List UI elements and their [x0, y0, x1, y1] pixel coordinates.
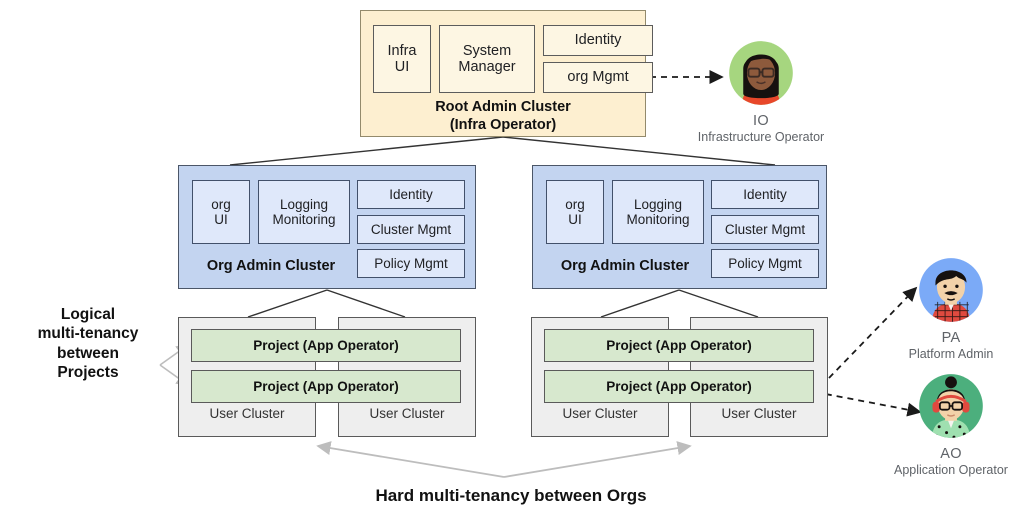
org-to-usercluster-connectors-right — [600, 289, 759, 318]
org1-cell-org-ui[interactable]: org UI — [192, 180, 250, 244]
org1-cell-cluster-mgmt[interactable]: Cluster Mgmt — [357, 215, 465, 244]
root-cell-infra-ui[interactable]: Infra UI — [373, 25, 431, 93]
hard-multitenancy-arrow — [316, 441, 692, 478]
org1-cell-policy-mgmt[interactable]: Policy Mgmt — [357, 249, 465, 278]
org2-cell-logging-monitoring[interactable]: Logging Monitoring — [612, 180, 704, 244]
org2-cell-cluster-mgmt[interactable]: Cluster Mgmt — [711, 215, 819, 244]
persona-application-operator: AO Application Operator — [876, 369, 1022, 477]
org1-cell-identity[interactable]: Identity — [357, 180, 465, 209]
user-cluster-label-1a: User Cluster — [209, 406, 285, 421]
project-box-2b[interactable]: Project (App Operator) — [544, 370, 814, 403]
org-to-usercluster-connectors-left — [247, 289, 406, 318]
user-cluster-label-1b: User Cluster — [369, 406, 445, 421]
io-role: Infrastructure Operator — [697, 130, 825, 144]
logical-multitenancy-note: Logical multi-tenancy between Projects — [37, 306, 139, 382]
ao-role: Application Operator — [894, 463, 1008, 477]
io-initials: IO — [753, 113, 769, 129]
infrastructure-operator-avatar — [729, 41, 793, 105]
ao-initials: AO — [940, 446, 962, 462]
platform-admin-avatar — [919, 258, 983, 322]
root-admin-cluster-panel: Infra UI System Manager Identity org Mgm… — [360, 10, 653, 137]
user-cluster-label-2b: User Cluster — [721, 406, 797, 421]
root-admin-cluster-title-line2: (Infra Operator) — [449, 117, 557, 133]
org-admin-cluster-panel-1: org UI Logging Monitoring Identity Clust… — [178, 165, 476, 289]
persona-infrastructure-operator: IO Infrastructure Operator — [686, 36, 836, 144]
root-admin-cluster-title-line1: Root Admin Cluster — [435, 99, 571, 115]
org-admin-cluster-title-1: Org Admin Cluster — [206, 258, 336, 274]
pa-role: Platform Admin — [908, 347, 994, 361]
project-box-2a[interactable]: Project (App Operator) — [544, 329, 814, 362]
org-admin-cluster-title-2: Org Admin Cluster — [560, 258, 690, 274]
root-cell-org-mgmt[interactable]: org Mgmt — [543, 62, 653, 93]
root-cell-identity[interactable]: Identity — [543, 25, 653, 56]
org2-cell-identity[interactable]: Identity — [711, 180, 819, 209]
application-operator-avatar — [919, 374, 983, 438]
org1-cell-logging-monitoring[interactable]: Logging Monitoring — [258, 180, 350, 244]
root-cell-system-manager[interactable]: System Manager — [439, 25, 535, 93]
project-box-1a[interactable]: Project (App Operator) — [191, 329, 461, 362]
user-cluster-label-2a: User Cluster — [562, 406, 638, 421]
org2-cell-org-ui[interactable]: org UI — [546, 180, 604, 244]
project-box-1b[interactable]: Project (App Operator) — [191, 370, 461, 403]
org2-cell-policy-mgmt[interactable]: Policy Mgmt — [711, 249, 819, 278]
hard-multitenancy-note: Hard multi-tenancy between Orgs — [375, 486, 647, 505]
persona-platform-admin: PA Platform Admin — [876, 253, 1022, 361]
pa-initials: PA — [941, 330, 961, 346]
org-admin-cluster-panel-2: org UI Logging Monitoring Identity Clust… — [532, 165, 827, 289]
